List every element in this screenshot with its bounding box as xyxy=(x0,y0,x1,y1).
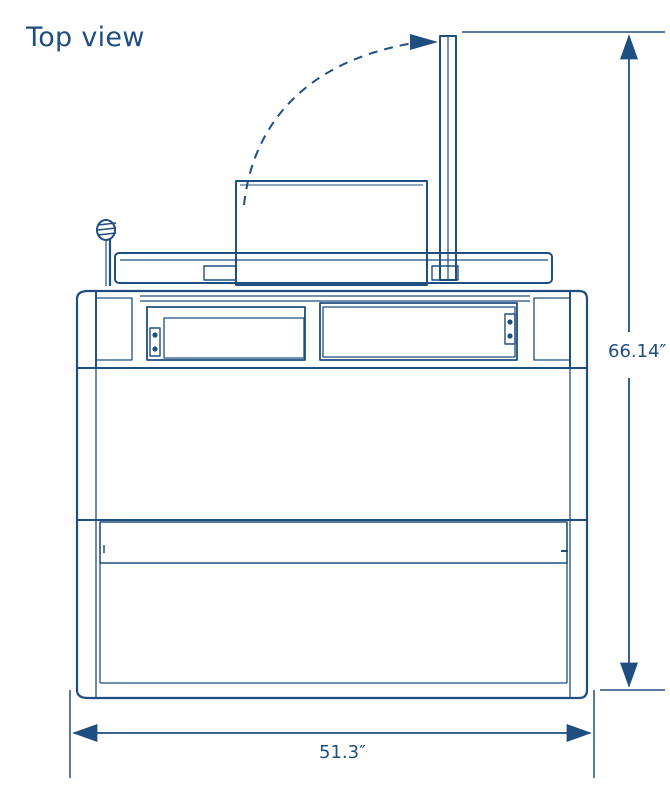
back-shelf xyxy=(114,252,553,284)
right-drawer xyxy=(319,302,518,361)
door-swing-arc xyxy=(243,41,421,206)
left-hinge-icon xyxy=(149,327,161,357)
monitor-screen xyxy=(235,180,428,286)
left-drawer xyxy=(146,306,306,361)
door-swing-arrowhead xyxy=(410,34,438,50)
right-hinge-icon xyxy=(504,313,516,345)
depth-dimension-label: 66.14″ xyxy=(608,341,667,362)
lower-shelf xyxy=(99,521,568,564)
diagram-title: Top view xyxy=(26,22,145,53)
desk-body xyxy=(75,289,589,700)
width-dimension-label: 51.3″ xyxy=(319,742,366,763)
microphone-icon xyxy=(96,219,117,286)
